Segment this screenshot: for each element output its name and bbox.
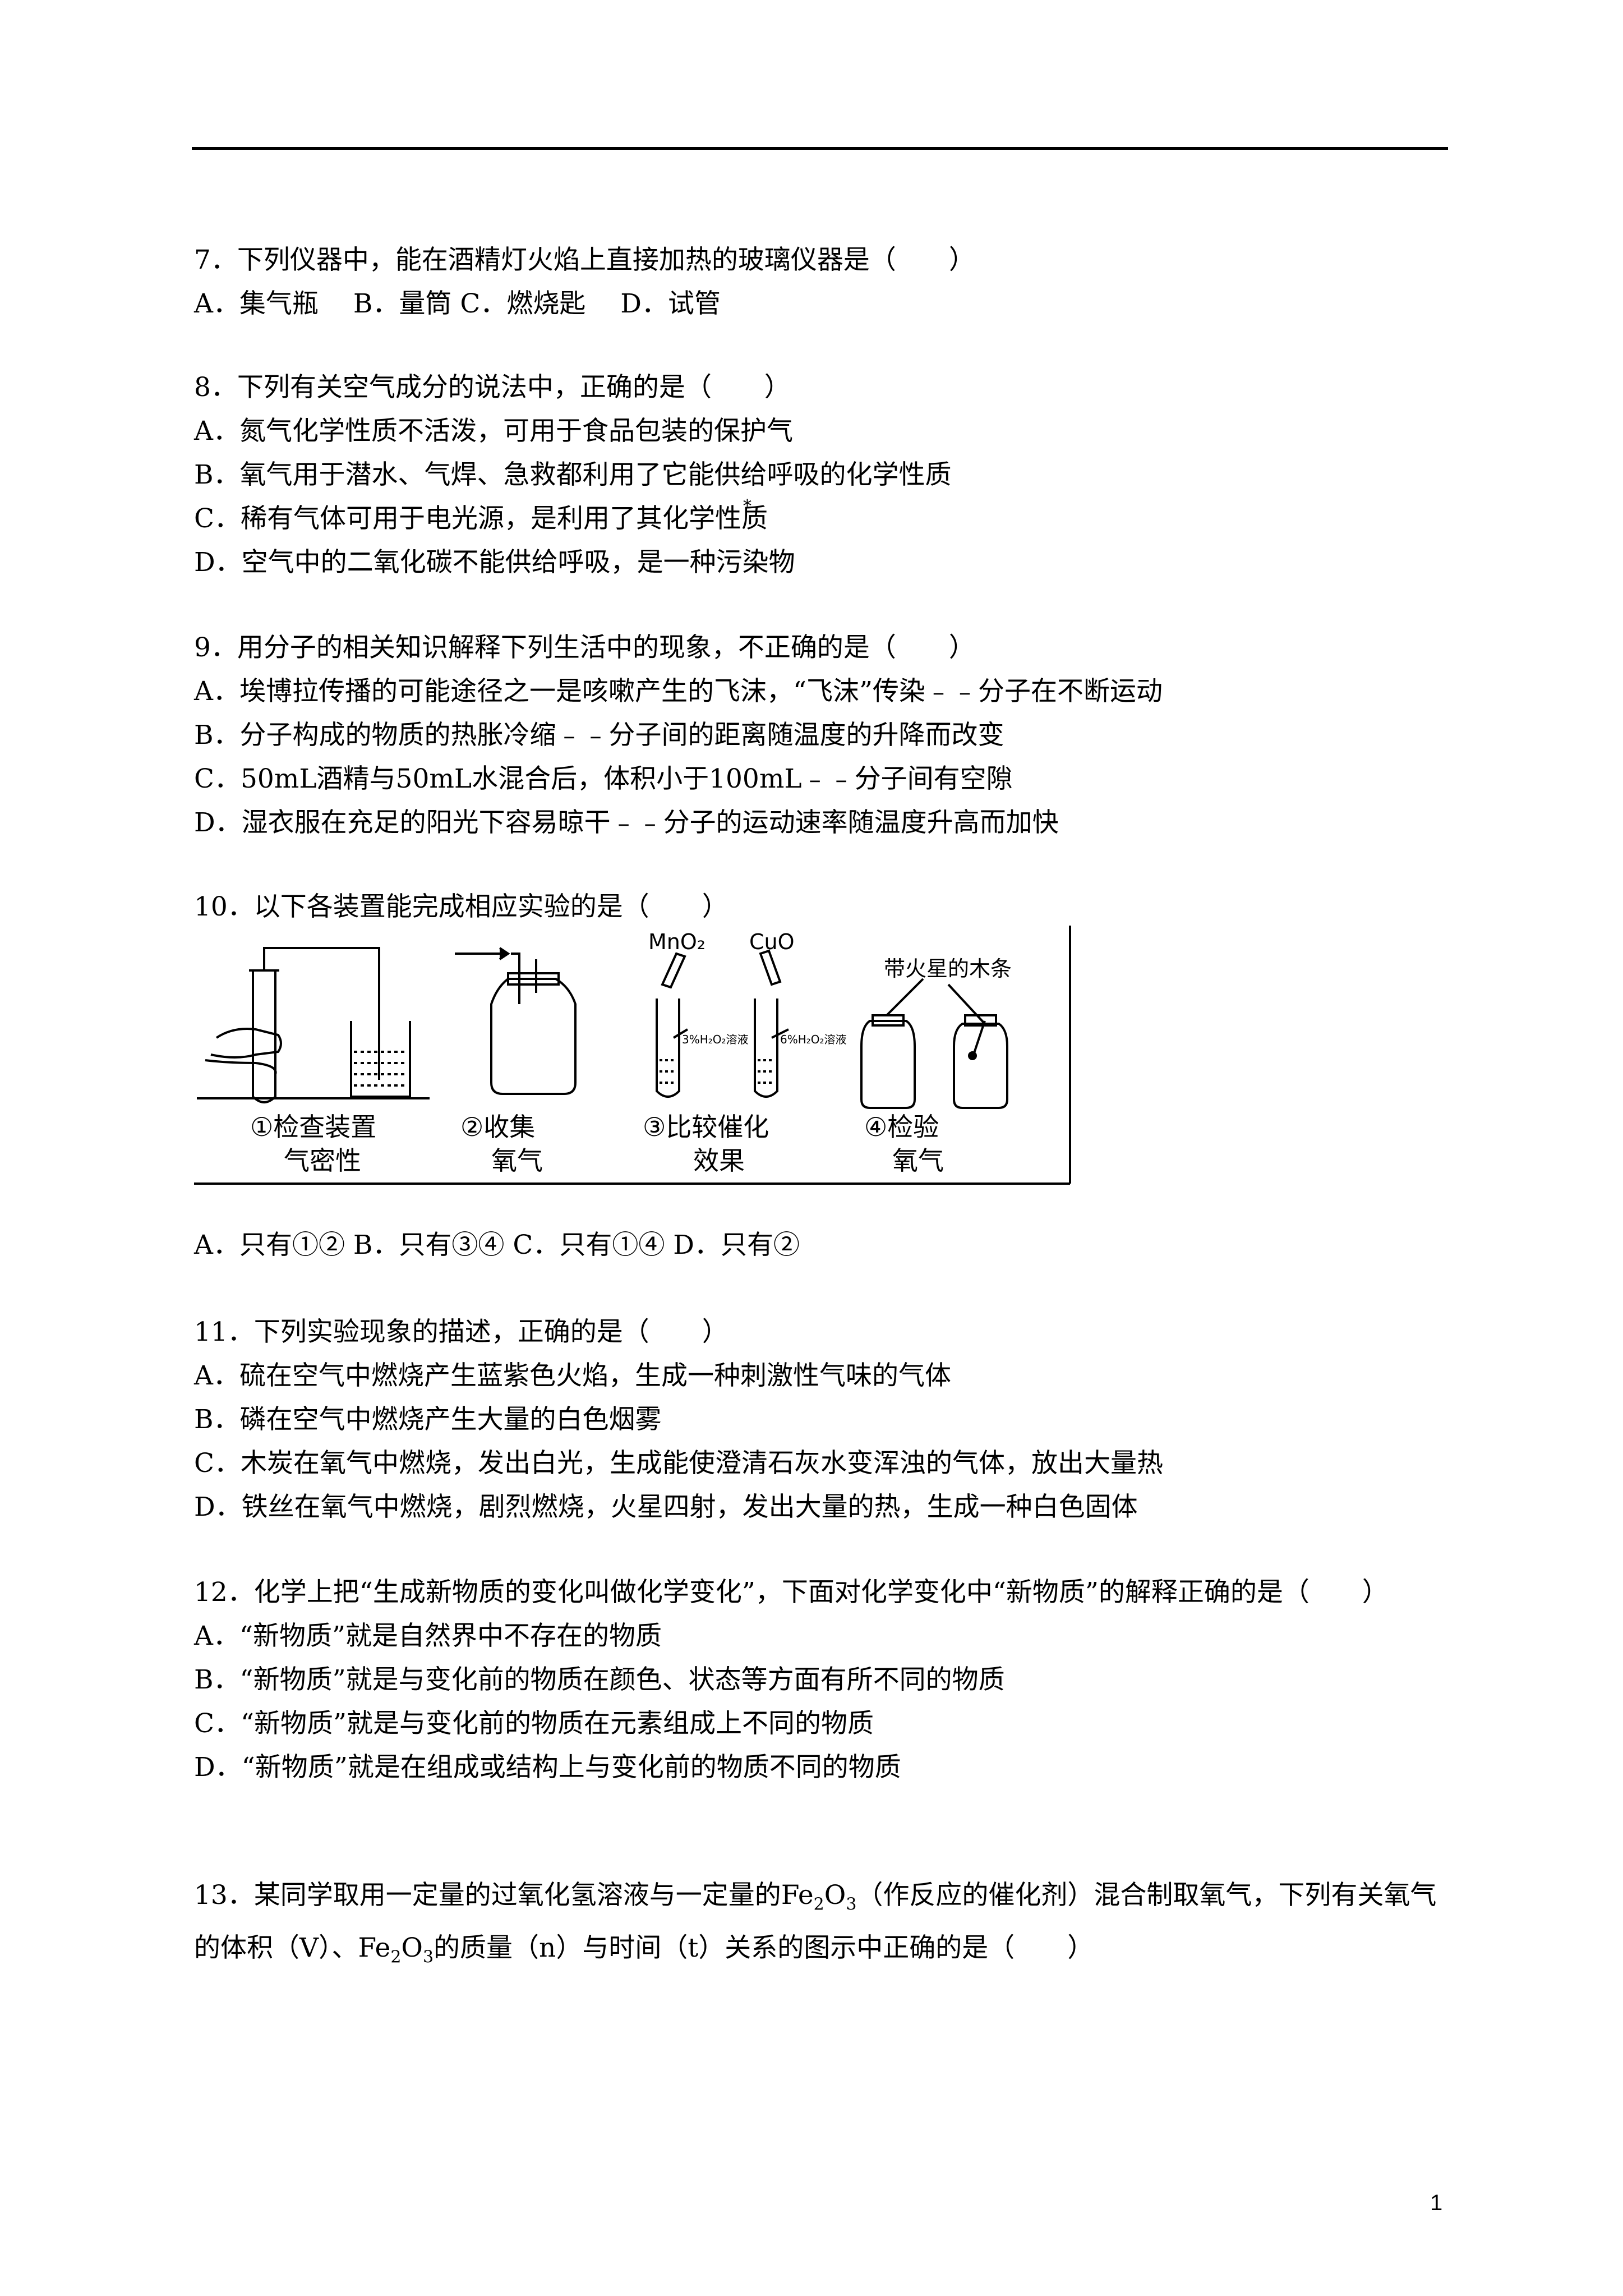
- option-c: C．“新物质”就是与变化前的物质在元素组成上不同的物质: [194, 1708, 874, 1739]
- option-b: B．分子构成的物质的热胀冷缩﹣﹣分子间的距离随温度的升降而改变: [194, 720, 1004, 751]
- question-stem: 7．下列仪器中，能在酒精灯火焰上直接加热的玻璃仪器是（ ）: [194, 245, 975, 275]
- question-12: 12．化学上把“生成新物质的变化叫做化学变化”，下面对化学变化中“新物质”的解释…: [194, 1571, 1450, 1789]
- question-stem: 8．下列有关空气成分的说法中，正确的是（ ）: [194, 372, 791, 403]
- stray-mark: *: [743, 496, 751, 516]
- option-b: B．“新物质”就是与变化前的物质在颜色、状态等方面有所不同的物质: [194, 1664, 1005, 1695]
- beaker: [350, 1021, 411, 1098]
- question-stem: 11．下列实验现象的描述，正确的是（ ）: [194, 1317, 728, 1347]
- option-d: D．“新物质”就是在组成或结构上与变化前的物质不同的物质: [194, 1752, 901, 1783]
- option-a: A．“新物质”就是自然界中不存在的物质: [194, 1621, 662, 1651]
- question-11: 11．下列实验现象的描述，正确的是（ ） A．硫在空气中燃烧产生蓝紫色火焰，生成…: [194, 1310, 1450, 1529]
- option-d: D．湿衣服在充足的阳光下容易晾干﹣﹣分子的运动速率随温度升高而加快: [194, 807, 1059, 838]
- question-stem: 12．化学上把“生成新物质的变化叫做化学变化”，下面对化学变化中“新物质”的解释…: [194, 1577, 1389, 1608]
- question-7: 7．下列仪器中，能在酒精灯火焰上直接加热的玻璃仪器是（ ） A．集气瓶 B．量筒…: [194, 238, 1450, 326]
- option-line: A．只有①② B．只有③④ C．只有①④ D．只有②: [194, 1230, 800, 1260]
- caption-4-line1: ④检验: [864, 1112, 939, 1142]
- h2o2-3pct-label: 3%H₂O₂溶液: [682, 1033, 749, 1046]
- question-10-options: A．只有①② B．只有③④ C．只有①④ D．只有②: [194, 1223, 1450, 1267]
- jar-left: [860, 1020, 916, 1109]
- apparatus-figure: MnO₂ CuO 带火星的木条 3%H₂O₂溶液 6%H₂O₂溶液 ①检查装置 …: [194, 926, 1071, 1185]
- test-tube-cuo: [754, 999, 778, 1098]
- option-b: B．磷在空气中燃烧产生大量的白色烟雾: [194, 1404, 662, 1435]
- caption-2-line2: 氧气: [491, 1145, 543, 1176]
- caption-3-line1: ③比较催化: [643, 1112, 769, 1142]
- question-13: 13．某同学取用一定量的过氧化氢溶液与一定量的Fe2O3（作反应的催化剂）混合制…: [194, 1874, 1450, 1980]
- question-stem: 9．用分子的相关知识解释下列生活中的现象，不正确的是（ ）: [194, 632, 975, 663]
- cuo-label: CuO: [749, 930, 795, 954]
- test-tube: [252, 970, 276, 1103]
- caption-1-line2: 气密性: [284, 1145, 361, 1176]
- question-stem: 13．某同学取用一定量的过氧化氢溶液与一定量的Fe2O3（作反应的催化剂）混合制…: [194, 1880, 1437, 1967]
- caption-1-line1: ①检查装置: [250, 1112, 376, 1142]
- glowing-splint-label: 带火星的木条: [884, 956, 1012, 981]
- option-a: A．埃博拉传播的可能途径之一是咳嗽产生的飞沫，“飞沫”传染﹣﹣分子在不断运动: [194, 676, 1163, 707]
- option-a: A．硫在空气中燃烧产生蓝紫色火焰，生成一种刺激性气味的气体: [194, 1360, 951, 1391]
- question-10: 10．以下各装置能完成相应实验的是（ ）: [194, 885, 1450, 929]
- option-d: D．空气中的二氧化碳不能供给呼吸，是一种污染物: [194, 547, 795, 578]
- option-c: C．稀有气体可用于电光源，是利用了其化学性质: [194, 503, 768, 534]
- caption-3-line2: 效果: [693, 1145, 745, 1176]
- test-tube-mno2: [656, 999, 680, 1098]
- hand: [210, 1028, 282, 1059]
- question-8: 8．下列有关空气成分的说法中，正确的是（ ） A．氮气化学性质不活泼，可用于食品…: [194, 366, 1450, 585]
- header-rule: [192, 147, 1448, 150]
- caption-2-line1: ②收集: [460, 1112, 535, 1142]
- option-line: A．集气瓶 B．量筒 C．燃烧匙 D．试管: [194, 288, 721, 319]
- option-b: B．氧气用于潜水、气焊、急救都利用了它能供给呼吸的化学性质: [194, 459, 952, 490]
- question-stem: 10．以下各装置能完成相应实验的是（ ）: [194, 891, 728, 922]
- h2o2-6pct-label: 6%H₂O₂溶液: [780, 1033, 847, 1046]
- option-c: C．50mL酒精与50mL水混合后，体积小于100mL﹣﹣分子间有空隙: [194, 763, 1013, 794]
- jar-right: [953, 1023, 1008, 1109]
- mno2-label: MnO₂: [648, 930, 706, 954]
- option-d: D．铁丝在氧气中燃烧，剧烈燃烧，火星四射，发出大量的热，生成一种白色固体: [194, 1492, 1138, 1522]
- caption-4-line2: 氧气: [892, 1145, 944, 1176]
- gas-bottle: [490, 978, 577, 1095]
- option-a: A．氮气化学性质不活泼，可用于食品包装的保护气: [194, 416, 793, 447]
- question-9: 9．用分子的相关知识解释下列生活中的现象，不正确的是（ ） A．埃博拉传播的可能…: [194, 626, 1450, 845]
- page-number: 1: [1430, 2191, 1443, 2215]
- option-c: C．木炭在氧气中燃烧，发出白光，生成能使澄清石灰水变浑浊的气体，放出大量热: [194, 1448, 1163, 1479]
